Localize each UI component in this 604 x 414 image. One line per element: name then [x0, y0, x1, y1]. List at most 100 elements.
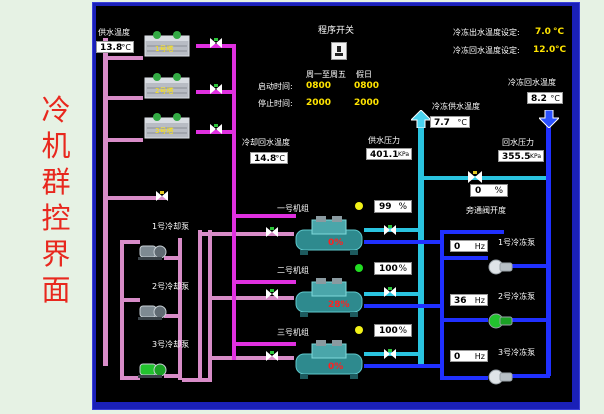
chilled-return-temp-value: 8.2 — [531, 94, 547, 104]
pump-outlet — [164, 314, 182, 318]
chiller-percent-value: 100 — [379, 326, 398, 336]
chilled-supply-temp-value: 7.7 — [434, 118, 450, 128]
program-switch-button[interactable] — [331, 42, 347, 60]
cooling-header — [198, 230, 202, 382]
return-setpoint-value[interactable]: 12.0 — [533, 45, 556, 55]
valve-icon — [210, 84, 222, 94]
return-pressure-label: 回水压力 — [502, 138, 534, 147]
supply-arrow-icon — [411, 110, 431, 128]
power-switch-icon — [335, 46, 343, 56]
cooling-header — [208, 230, 212, 382]
chilled-pump-frequency: 0 Hz — [450, 350, 488, 362]
valve-icon — [384, 287, 396, 297]
cooling-pump-label: 1号冷却泵 — [152, 222, 190, 231]
cooling-return-temp-label: 冷却回水温度 — [242, 138, 290, 147]
start-holiday-value[interactable]: 0800 — [354, 81, 380, 91]
cooling-tower-icon — [144, 113, 190, 139]
chilled-supply-branch — [364, 292, 420, 296]
valve-icon — [210, 38, 222, 48]
chiller-percent-unit: % — [398, 326, 407, 336]
chiller-status-light — [355, 326, 363, 334]
chilled-pump[interactable] — [484, 368, 514, 386]
cooling-tower[interactable]: 3号塔 — [143, 112, 191, 140]
supply-pressure-value: 401.1 — [370, 150, 399, 160]
bypass-opening-display: 0 % — [470, 184, 508, 197]
cooling-supply-branch — [103, 56, 143, 60]
chiller-load: 28% — [328, 300, 350, 310]
cooling-tower-label: 3号塔 — [155, 127, 174, 135]
chilled-return-branch — [364, 364, 444, 368]
cooling-return-temp-display: 14.8 °C — [250, 152, 288, 164]
cooling-supply-branch — [108, 196, 168, 200]
outlet-setpoint-value[interactable]: 7.0 — [535, 27, 551, 37]
chiller-icon — [295, 278, 363, 317]
cooling-return-branch — [196, 130, 236, 134]
stop-time-label: 停止时间: — [258, 99, 293, 108]
chiller-percent-value: 100 — [379, 264, 398, 274]
stop-holiday-value[interactable]: 2000 — [354, 98, 380, 108]
chiller-percent-value: 99 — [379, 202, 392, 212]
chilled-pump-out — [510, 318, 550, 322]
chilled-pump[interactable] — [484, 312, 514, 330]
chilled-pump-label: 3号冷冻泵 — [498, 348, 536, 357]
chiller-icon — [295, 216, 363, 255]
valve-icon — [266, 289, 278, 299]
cooling-tower[interactable]: 2号塔 — [143, 72, 191, 100]
pump-icon — [488, 259, 513, 275]
chilled-pump-label: 2号冷冻泵 — [498, 292, 536, 301]
chiller-name: 三号机组 — [277, 328, 309, 337]
side-title-char: 群 — [41, 165, 71, 199]
cooling-return-branch — [196, 90, 236, 94]
chilled-return-temp-display: 8.2 °C — [527, 92, 563, 104]
chilled-pump[interactable] — [484, 258, 514, 276]
cooling-pump[interactable] — [138, 360, 168, 378]
stop-weekday-value[interactable]: 2000 — [306, 98, 332, 108]
chiller-name: 二号机组 — [277, 266, 309, 275]
chilled-pump-hz-value: 0 — [454, 352, 461, 362]
cooling-pump[interactable] — [138, 242, 168, 260]
return-setpoint-label: 冷冻回水温度设定: — [453, 46, 520, 55]
chilled-return-temp-label: 冷冻回水温度 — [508, 78, 556, 87]
chilled-pump-line — [440, 318, 488, 322]
chiller-unit[interactable] — [292, 276, 366, 318]
chilled-supply-main — [418, 124, 424, 364]
return-pressure-unit: KPa — [530, 153, 541, 160]
cooling-pump[interactable] — [138, 302, 168, 320]
outlet-setpoint-label: 冷冻出水温度设定: — [453, 28, 520, 37]
start-weekday-value[interactable]: 0800 — [306, 81, 332, 91]
supply-temp-value: 13.8 — [100, 43, 123, 53]
chilled-return-temp-unit: °C — [550, 94, 560, 103]
program-switch-label: 程序开关 — [318, 26, 355, 36]
chilled-supply-temp-label: 冷冻供水温度 — [432, 102, 480, 111]
chilled-pump-out — [510, 374, 550, 378]
chilled-return-branch — [364, 240, 444, 244]
cooling-to-chiller — [208, 296, 294, 300]
bypass-pipe — [424, 176, 550, 180]
side-title-char: 界 — [41, 237, 71, 271]
cooling-return-temp-unit: °C — [275, 154, 285, 163]
chilled-pump-frequency: 0 Hz — [450, 240, 488, 252]
cooling-header — [178, 238, 182, 380]
outlet-setpoint-unit: °C — [553, 27, 565, 37]
cooling-tower-icon — [144, 31, 190, 57]
bypass-value: 0 — [475, 186, 482, 196]
cooling-tower-icon — [144, 73, 190, 99]
pump-icon — [138, 305, 167, 320]
cooling-tower[interactable]: 1号塔 — [143, 30, 191, 58]
side-title-char: 机 — [41, 129, 71, 163]
supply-pressure-unit: KPa — [398, 151, 409, 158]
supply-temp-display: 13.8 °C — [96, 41, 134, 53]
supply-pressure-label: 供水压力 — [368, 136, 400, 145]
pump-icon — [488, 313, 513, 329]
chiller-unit[interactable] — [292, 338, 366, 380]
side-title: 冷 机 群 控 界 面 — [34, 92, 78, 308]
pump-outlet — [164, 256, 182, 260]
cooling-return-branch — [196, 44, 236, 48]
cooling-supply-branch — [103, 96, 143, 100]
chilled-pump-out — [510, 264, 550, 268]
chiller-unit[interactable] — [292, 214, 366, 256]
return-arrow-icon — [539, 110, 559, 128]
cooling-to-chiller — [198, 232, 294, 236]
chiller-status-light — [355, 202, 363, 210]
pump-icon — [138, 363, 167, 378]
